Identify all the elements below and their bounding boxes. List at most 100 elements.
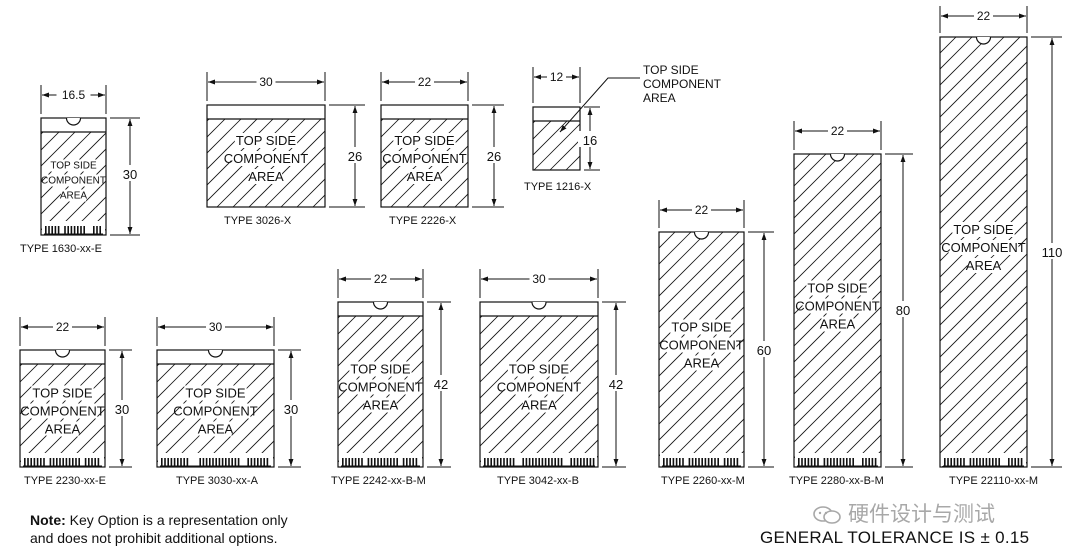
component-area-text: COMPONENT: [338, 380, 423, 395]
screw-notch: [54, 349, 71, 358]
component-area-text: TOP SIDE: [32, 386, 93, 401]
height-dimension: 16: [583, 133, 597, 148]
edge-connector: [160, 458, 271, 467]
screw-notch: [693, 231, 710, 240]
edge-connector: [662, 458, 741, 467]
width-dimension: 22: [418, 75, 432, 89]
height-dimension: 42: [434, 377, 448, 392]
key-option-note: Note: Key Option is a representation onl…: [30, 511, 288, 547]
component-area-text: TOP SIDE: [953, 222, 1014, 237]
component-area-text: TOP SIDE: [671, 320, 732, 335]
height-dimension: 30: [284, 402, 298, 417]
width-dimension: 22: [695, 203, 709, 217]
component-area-text: COMPONENT: [795, 299, 880, 314]
type-label: TYPE 1216-X: [524, 181, 592, 193]
component-area-text: AREA: [966, 258, 1002, 273]
edge-connector: [483, 458, 595, 467]
height-dimension: 60: [757, 343, 771, 358]
component-area-text: TOP SIDE: [236, 133, 297, 148]
card-hatching: [157, 364, 274, 467]
card-outline: [532, 106, 581, 171]
screw-notch: [372, 301, 389, 310]
component-area-text: COMPONENT: [941, 240, 1026, 255]
top-side-component-area-callout: TOP SIDE COMPONENT AREA: [559, 63, 722, 133]
card-outline: [380, 104, 469, 208]
callout-line-2: COMPONENT: [643, 77, 722, 91]
card-hatching: [794, 154, 881, 467]
note-label: Note:: [30, 512, 66, 528]
component-area-text: AREA: [198, 422, 234, 437]
type-label: TYPE 3026-X: [224, 215, 292, 227]
component-area-text: TOP SIDE: [807, 281, 868, 296]
component-area-text: COMPONENT: [497, 380, 582, 395]
width-dimension: 30: [209, 320, 223, 334]
type-label: TYPE 1630-xx-E: [20, 243, 102, 255]
edge-connector: [44, 226, 103, 235]
component-area-text: AREA: [363, 398, 399, 413]
screw-notch: [207, 349, 224, 358]
width-dimension: 22: [831, 124, 845, 138]
component-area-text: COMPONENT: [20, 404, 105, 419]
component-area-text: TOP SIDE: [394, 133, 455, 148]
card-outline: [206, 104, 326, 208]
component-area-text: TOP SIDE: [185, 386, 246, 401]
callout-leader: [559, 77, 640, 133]
width-dimension: 22: [374, 272, 388, 286]
component-area-text: COMPONENT: [659, 338, 744, 353]
component-area-text: COMPONENT: [224, 151, 309, 166]
component-area-text: AREA: [45, 422, 81, 437]
height-dimension: 30: [123, 167, 137, 182]
card-hatching: [381, 119, 468, 207]
screw-notch: [531, 301, 547, 310]
type-label: TYPE 2260-xx-M: [661, 475, 745, 487]
callout-line-1: TOP SIDE: [643, 63, 699, 77]
width-dimension: 30: [259, 75, 273, 89]
component-area-text: TOP SIDE: [50, 161, 97, 172]
component-area-text: AREA: [407, 169, 443, 184]
note-line-2: and does not prohibit additional options…: [30, 530, 278, 546]
width-dimension: 12: [550, 70, 564, 84]
edge-connector: [797, 458, 878, 467]
height-dimension: 42: [609, 377, 623, 392]
screw-notch: [829, 153, 846, 162]
component-area-text: TOP SIDE: [350, 362, 411, 377]
component-area-text: TOP SIDE: [509, 362, 570, 377]
type-label: TYPE 2242-xx-B-M: [331, 475, 426, 487]
type-label: TYPE 2230-xx-E: [24, 475, 106, 487]
edge-connector: [943, 458, 1024, 467]
component-area-text: AREA: [60, 191, 88, 202]
edge-connector: [23, 458, 102, 467]
type-label: TYPE 3030-xx-A: [176, 475, 259, 487]
width-dimension: 16.5: [62, 88, 86, 102]
component-area-text: AREA: [684, 356, 720, 371]
screw-notch: [975, 36, 992, 45]
wechat-icon: [813, 506, 841, 524]
width-dimension: 30: [532, 272, 546, 286]
type-label: TYPE 22110-xx-M: [949, 475, 1038, 487]
component-area-text: AREA: [820, 317, 856, 332]
width-dimension: 22: [56, 320, 70, 334]
height-dimension: 26: [487, 149, 501, 164]
screw-notch: [65, 117, 82, 126]
height-dimension: 30: [115, 402, 129, 417]
height-dimension: 110: [1042, 245, 1063, 260]
watermark-text: 硬件设计与测试: [848, 502, 995, 526]
callout-line-3: AREA: [643, 91, 676, 105]
type-label: TYPE 2280-xx-B-M: [789, 475, 884, 487]
component-area-text: AREA: [248, 169, 284, 184]
component-area-text: COMPONENT: [173, 404, 258, 419]
component-area-text: COMPONENT: [41, 176, 106, 187]
width-dimension: 22: [977, 9, 991, 23]
